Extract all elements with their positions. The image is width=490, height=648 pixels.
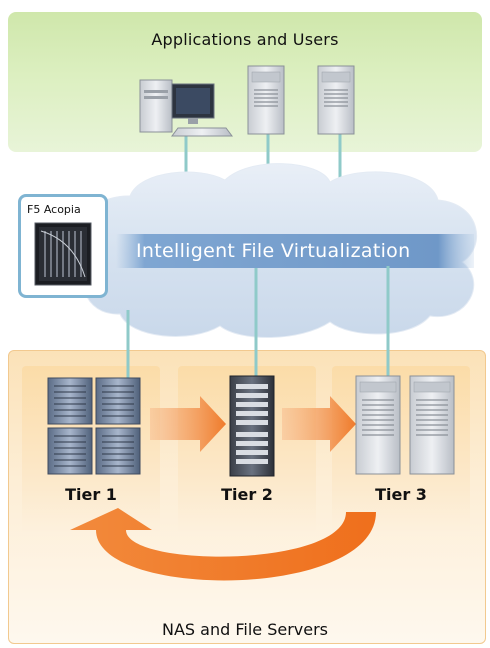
nas-file-servers-title: NAS and File Servers (161, 620, 328, 639)
intelligent-file-virtualization-label: Intelligent File Virtualization (136, 240, 411, 262)
desktop-computer-icon (139, 79, 233, 137)
applications-users-title: Applications and Users (151, 30, 339, 49)
tier-1-label: Tier 1 (65, 485, 117, 504)
tier1-to-tier2-arrow (150, 396, 226, 452)
bottom-connectors (126, 266, 390, 380)
acopia-appliance-icon (34, 222, 92, 286)
tier2-to-tier3-arrow (282, 396, 356, 452)
app-server-icon (247, 65, 285, 135)
tier3-to-tier1-return-arrow (70, 508, 376, 581)
tier-1-server-icon (47, 377, 141, 475)
f5-acopia-box: F5 Acopia (18, 194, 108, 298)
user-server-icon (317, 65, 355, 135)
tier-3-label: Tier 3 (375, 485, 427, 504)
f5-acopia-label: F5 Acopia (27, 203, 81, 216)
tier-2-label: Tier 2 (221, 485, 273, 504)
tier-3-server-icon (355, 375, 455, 475)
virtualization-cloud (82, 163, 477, 338)
applications-users-panel (8, 12, 482, 152)
tier-2-server-icon (229, 375, 275, 477)
